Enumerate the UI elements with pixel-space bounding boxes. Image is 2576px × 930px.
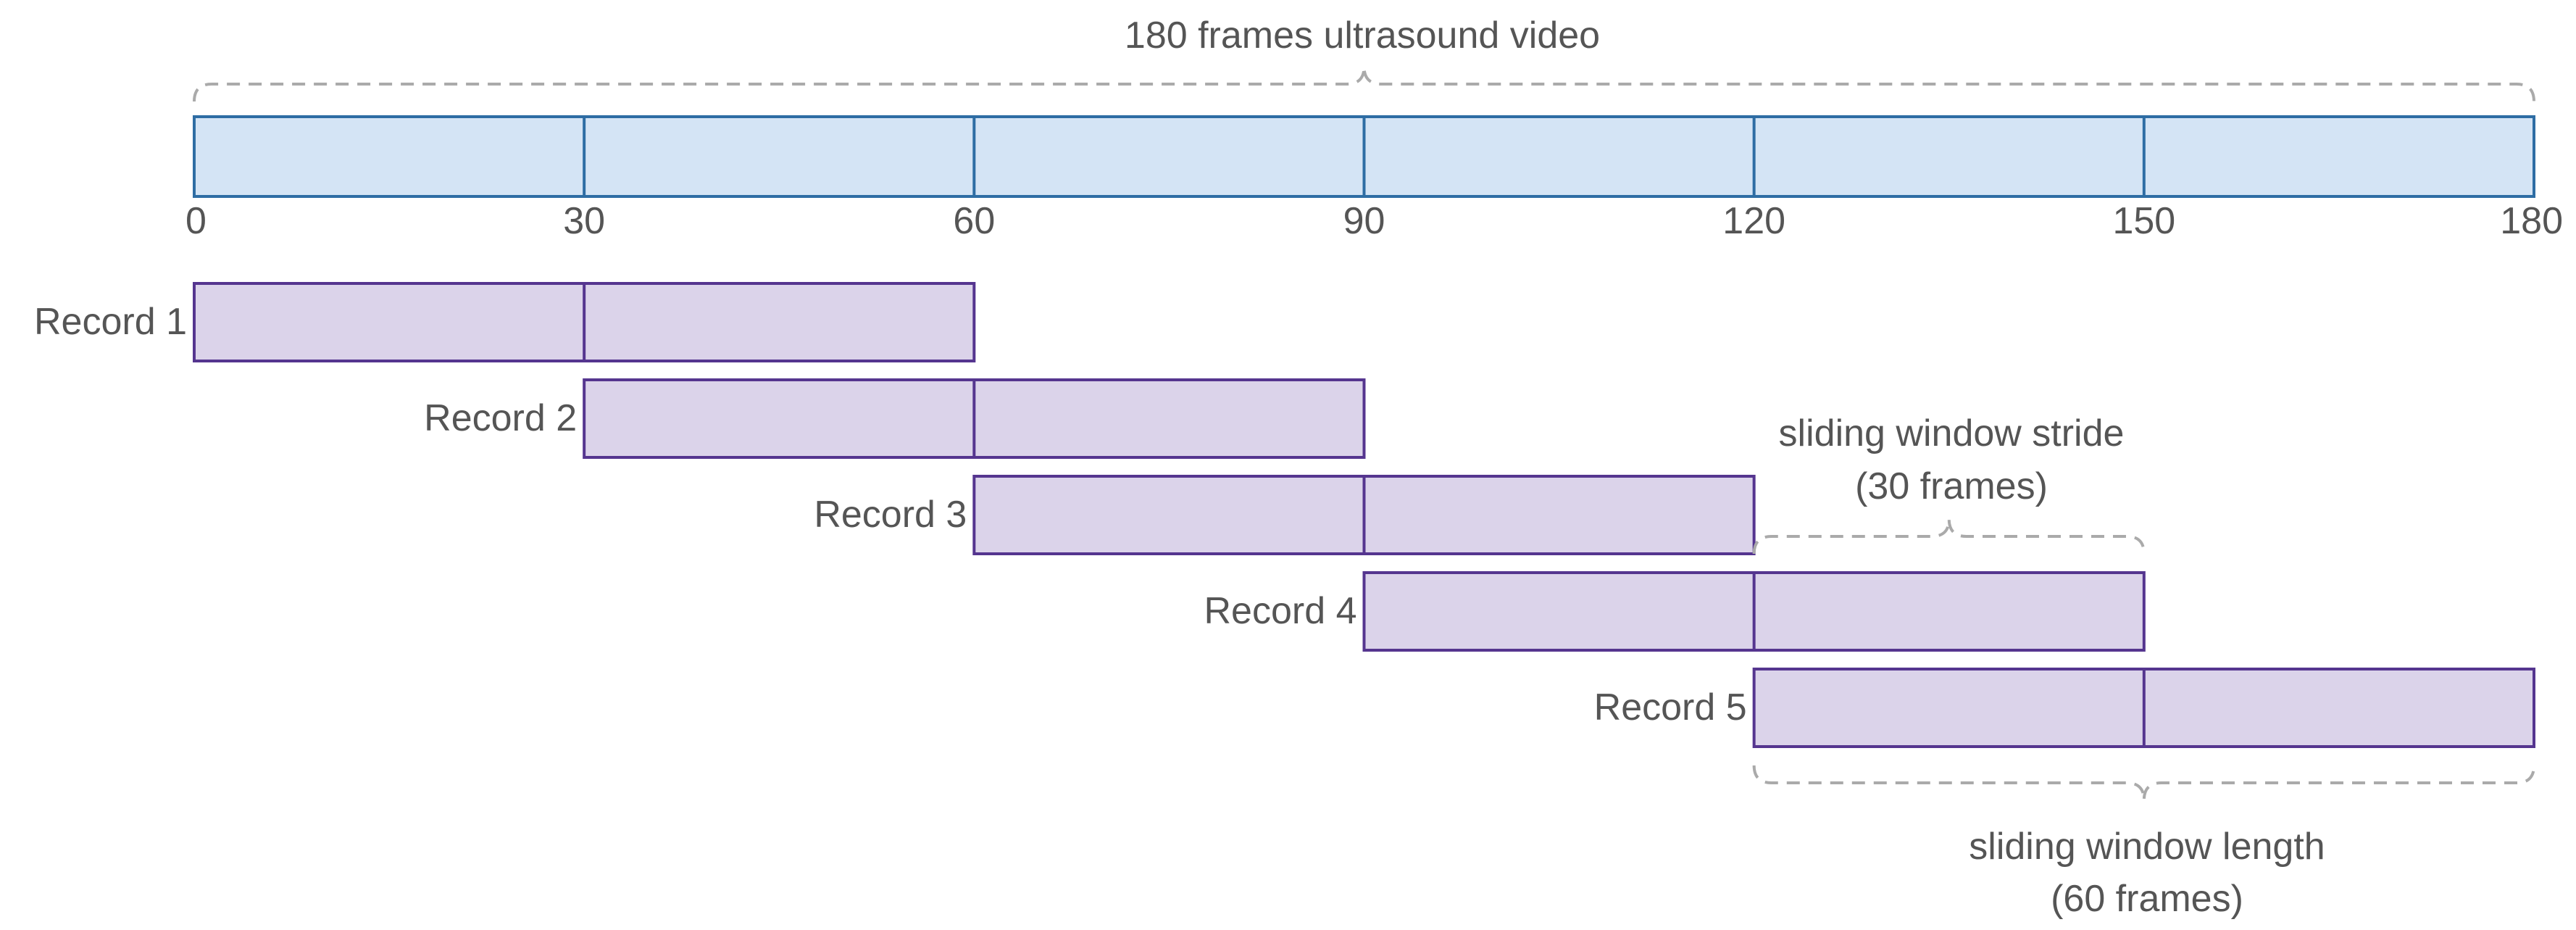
record-label: Record 3 <box>814 494 967 536</box>
tick-label: 180 <box>2500 200 2563 242</box>
video-brace <box>193 66 2535 102</box>
tick-label: 120 <box>1722 200 1785 242</box>
length-label-line1: sliding window length <box>1969 826 2325 868</box>
frame-tick-labels: 0 30 60 90 120 150 180 <box>186 200 2563 242</box>
record-row: Record 2 <box>424 378 1366 459</box>
stride-label-line2: (30 frames) <box>1855 465 2048 507</box>
length-label-line2: (60 frames) <box>2051 878 2243 920</box>
tick-label: 30 <box>563 200 605 242</box>
record-label: Record 2 <box>424 397 577 439</box>
record-row: Record 4 <box>1204 571 2146 652</box>
stride-brace <box>1752 518 2146 555</box>
diagram-title: 180 frames ultrasound video <box>1125 14 1600 57</box>
stride-label-line1: sliding window stride <box>1779 412 2125 454</box>
record-row: Record 3 <box>814 475 1756 555</box>
record-row: Record 1 <box>34 282 976 362</box>
record-label: Record 5 <box>1594 686 1747 728</box>
length-brace <box>1752 765 2535 801</box>
tick-label: 60 <box>953 200 995 242</box>
record-row: Record 5 <box>1594 668 2536 748</box>
tick-label: 90 <box>1343 200 1385 242</box>
record-label: Record 4 <box>1204 590 1357 632</box>
record-label: Record 1 <box>34 301 187 343</box>
tick-label: 0 <box>186 200 207 242</box>
video-timeline <box>193 115 2535 198</box>
record-list: Record 1 Record 2 Record 3 Record 4 Record 5 <box>34 282 2536 748</box>
tick-label: 150 <box>2112 200 2175 242</box>
